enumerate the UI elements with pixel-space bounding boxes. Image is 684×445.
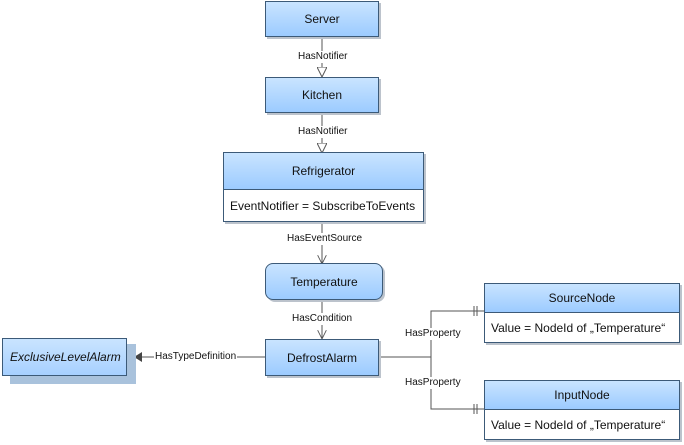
label-defrost-typedef: HasTypeDefinition — [154, 351, 238, 363]
label-refrigerator-temperature: HasEventSource — [286, 233, 364, 245]
node-refrigerator-header: Refrigerator — [224, 153, 423, 191]
node-input-node-attribute: Value = NodeId of „Temperature“ — [491, 417, 666, 432]
node-kitchen[interactable]: Kitchen — [265, 77, 379, 113]
node-refrigerator-attribute-row: EventNotifier = SubscribeToEvents — [224, 190, 423, 221]
node-source-node-attribute: Value = NodeId of „Temperature“ — [491, 320, 666, 335]
node-server-label: Server — [304, 12, 340, 26]
node-temperature[interactable]: Temperature — [265, 263, 383, 300]
node-temperature-label: Temperature — [290, 274, 358, 289]
label-defrost-source: HasProperty — [404, 328, 462, 340]
node-refrigerator-attribute: EventNotifier = SubscribeToEvents — [230, 198, 416, 213]
label-temperature-defrost: HasCondition — [291, 313, 354, 325]
node-defrost-alarm[interactable]: DefrostAlarm — [265, 339, 379, 376]
label-defrost-input: HasProperty — [404, 377, 462, 389]
edge-defrost-input — [430, 357, 484, 410]
node-refrigerator-title: Refrigerator — [291, 164, 356, 179]
node-source-node-title: SourceNode — [548, 291, 616, 305]
label-server-kitchen: HasNotifier — [297, 51, 349, 63]
node-exclusive-level-alarm-label: ExclusiveLevelAlarm — [10, 350, 121, 364]
node-source-node-attribute-row: Value = NodeId of „Temperature“ — [485, 313, 679, 342]
node-refrigerator[interactable]: Refrigerator EventNotifier = SubscribeTo… — [223, 152, 424, 222]
node-exclusive-level-alarm[interactable]: ExclusiveLevelAlarm — [2, 338, 127, 376]
node-input-node-attribute-row: Value = NodeId of „Temperature“ — [485, 410, 679, 439]
edge-defrost-source — [430, 310, 484, 357]
node-source-node-header: SourceNode — [485, 284, 679, 313]
node-kitchen-label: Kitchen — [301, 88, 343, 102]
node-input-node-title: InputNode — [554, 388, 610, 402]
node-input-node-header: InputNode — [485, 381, 679, 410]
node-server[interactable]: Server — [265, 1, 379, 37]
node-input-node[interactable]: InputNode Value = NodeId of „Temperature… — [484, 380, 680, 440]
label-kitchen-refrigerator: HasNotifier — [297, 126, 349, 138]
node-defrost-alarm-label: DefrostAlarm — [286, 350, 357, 365]
node-source-node[interactable]: SourceNode Value = NodeId of „Temperatur… — [484, 283, 680, 343]
